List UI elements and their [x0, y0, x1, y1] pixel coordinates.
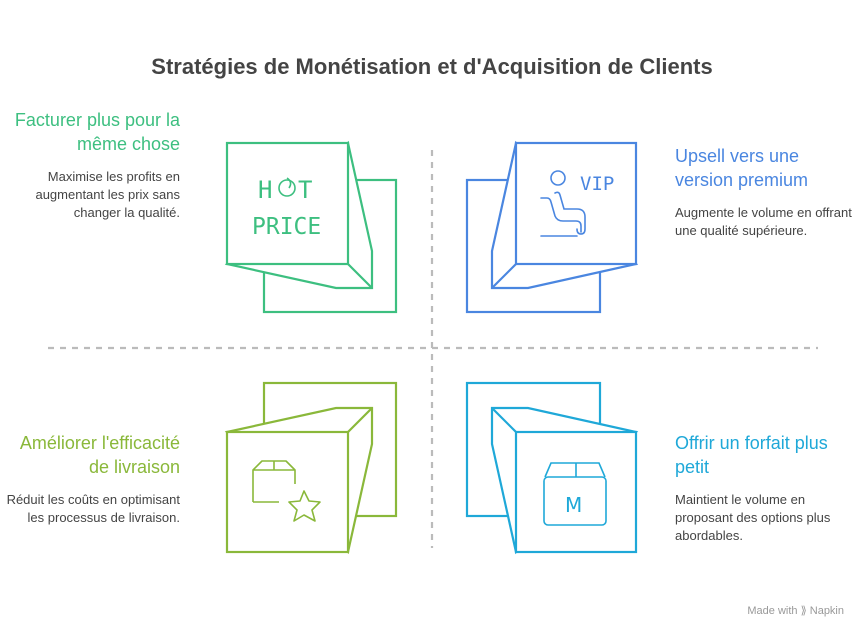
package-star-icon — [252, 460, 321, 522]
quadrant-description: Augmente le volume en offrant une qualit… — [675, 205, 852, 238]
quadrant-heading: Améliorer l'efficacité de livraison — [19, 433, 180, 477]
diagram-title: Stratégies de Monétisation et d'Acquisit… — [151, 54, 713, 79]
quadrant-delivery: Améliorer l'efficacité de livraison Rédu… — [0, 431, 180, 527]
smaller-package-box: M — [465, 381, 639, 555]
hot-price-box: H T PRICE — [224, 140, 398, 314]
svg-text:H: H — [258, 176, 272, 204]
napkin-attribution: Made with ⟫ Napkin — [747, 605, 844, 617]
quadrant-upsell: Upsell vers une version premium Augmente… — [675, 144, 855, 240]
quadrant-description: Réduit les coûts en optimisant les proce… — [6, 492, 180, 525]
svg-text:T: T — [298, 176, 312, 204]
quadrant-description: Maximise les profits en augmentant les p… — [35, 169, 180, 220]
vip-box: VIP — [465, 140, 639, 314]
vip-seat-icon: VIP — [540, 170, 614, 237]
svg-text:VIP: VIP — [580, 173, 614, 195]
delivery-box — [224, 381, 398, 555]
svg-text:M: M — [565, 493, 582, 517]
package-m-icon: M — [543, 462, 607, 526]
svg-text:PRICE: PRICE — [252, 214, 321, 240]
quadrant-heading: Facturer plus pour la même chose — [14, 110, 180, 154]
quadrant-charge-more: Facturer plus pour la même chose Maximis… — [0, 108, 180, 222]
quadrant-heading: Offrir un forfait plus petit — [675, 433, 828, 477]
hot-price-icon: H T PRICE — [252, 176, 321, 240]
quadrant-description: Maintient le volume en proposant des opt… — [675, 492, 831, 543]
quadrant-heading: Upsell vers une version premium — [675, 146, 809, 190]
quadrant-smaller-package: Offrir un forfait plus petit Maintient l… — [675, 431, 855, 545]
